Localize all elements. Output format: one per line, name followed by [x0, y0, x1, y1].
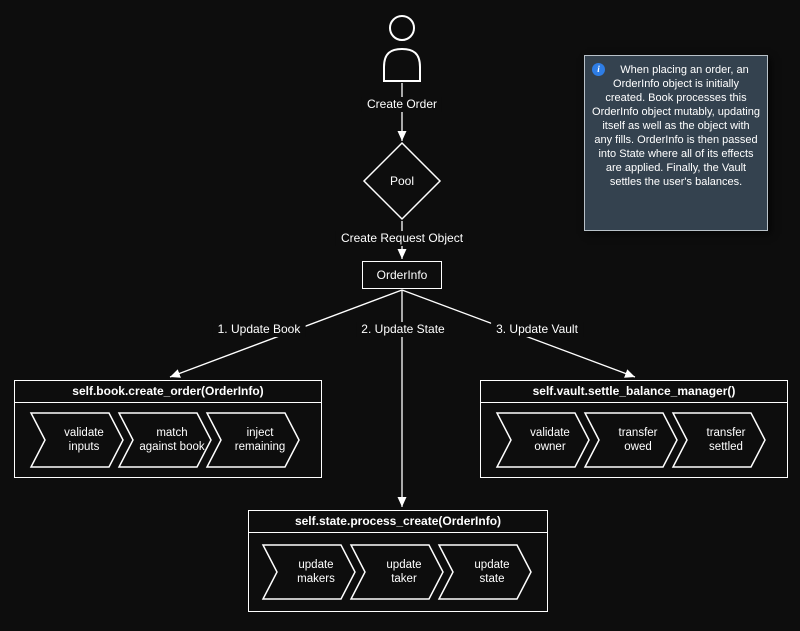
note-body: i When placing an order, an OrderInfo ob…	[592, 63, 760, 189]
chevron-transfer-owed	[583, 412, 678, 468]
step-label-validate-inputs: validate inputs	[64, 426, 104, 453]
book-group-body: validate inputs match against book injec…	[15, 403, 321, 482]
create-request-label: Create Request Object	[335, 231, 469, 246]
step-label-update-makers: update makers	[297, 558, 335, 585]
step-label-inject-remaining: inject remaining	[234, 426, 286, 453]
create-order-label: Create Order	[361, 97, 443, 112]
state-group-body: update makers update taker update state	[249, 533, 547, 616]
chevron-validate-inputs	[29, 412, 124, 468]
book-group-title: self.book.create_order(OrderInfo)	[15, 381, 321, 403]
branch-label-update-state: 2. Update State	[356, 322, 450, 337]
state-group-title: self.state.process_create(OrderInfo)	[249, 511, 547, 533]
branch-label-update-book: 1. Update Book	[212, 322, 306, 337]
chevron-update-state	[437, 544, 532, 600]
book-chevrons	[29, 412, 300, 468]
chevron-inject-remaining	[205, 412, 300, 468]
vault-group-title: self.vault.settle_balance_manager()	[481, 381, 787, 403]
state-group: self.state.process_create(OrderInfo) upd…	[248, 510, 548, 612]
step-label-transfer-settled: transfer settled	[706, 426, 746, 453]
book-group: self.book.create_order(OrderInfo) valida…	[14, 380, 322, 478]
chevron-update-makers	[261, 544, 356, 600]
branch-label-update-vault: 3. Update Vault	[491, 322, 583, 337]
step-label-validate-owner: validate owner	[530, 426, 570, 453]
chevron-match-against-book	[117, 412, 212, 468]
step-label-update-state: update state	[474, 558, 510, 585]
state-chevrons	[261, 544, 532, 600]
info-note: i When placing an order, an OrderInfo ob…	[584, 55, 768, 231]
info-icon: i	[592, 63, 605, 76]
pool-diamond	[362, 141, 442, 221]
step-label-update-taker: update taker	[386, 558, 422, 585]
chevron-validate-owner	[495, 412, 590, 468]
vault-group: self.vault.settle_balance_manager() vali…	[480, 380, 788, 478]
pool-label: Pool	[389, 174, 415, 188]
step-label-transfer-owed: transfer owed	[618, 426, 658, 453]
note-text: When placing an order, an OrderInfo obje…	[592, 64, 760, 188]
user-actor-icon	[383, 15, 421, 82]
chevron-update-taker	[349, 544, 444, 600]
vault-group-body: validate owner transfer owed transfer se…	[481, 403, 787, 482]
orderinfo-node: OrderInfo	[362, 261, 442, 289]
orderinfo-label: OrderInfo	[376, 268, 428, 282]
step-label-match-against-book: match against book	[139, 426, 205, 453]
chevron-transfer-settled	[671, 412, 766, 468]
vault-chevrons	[495, 412, 766, 468]
